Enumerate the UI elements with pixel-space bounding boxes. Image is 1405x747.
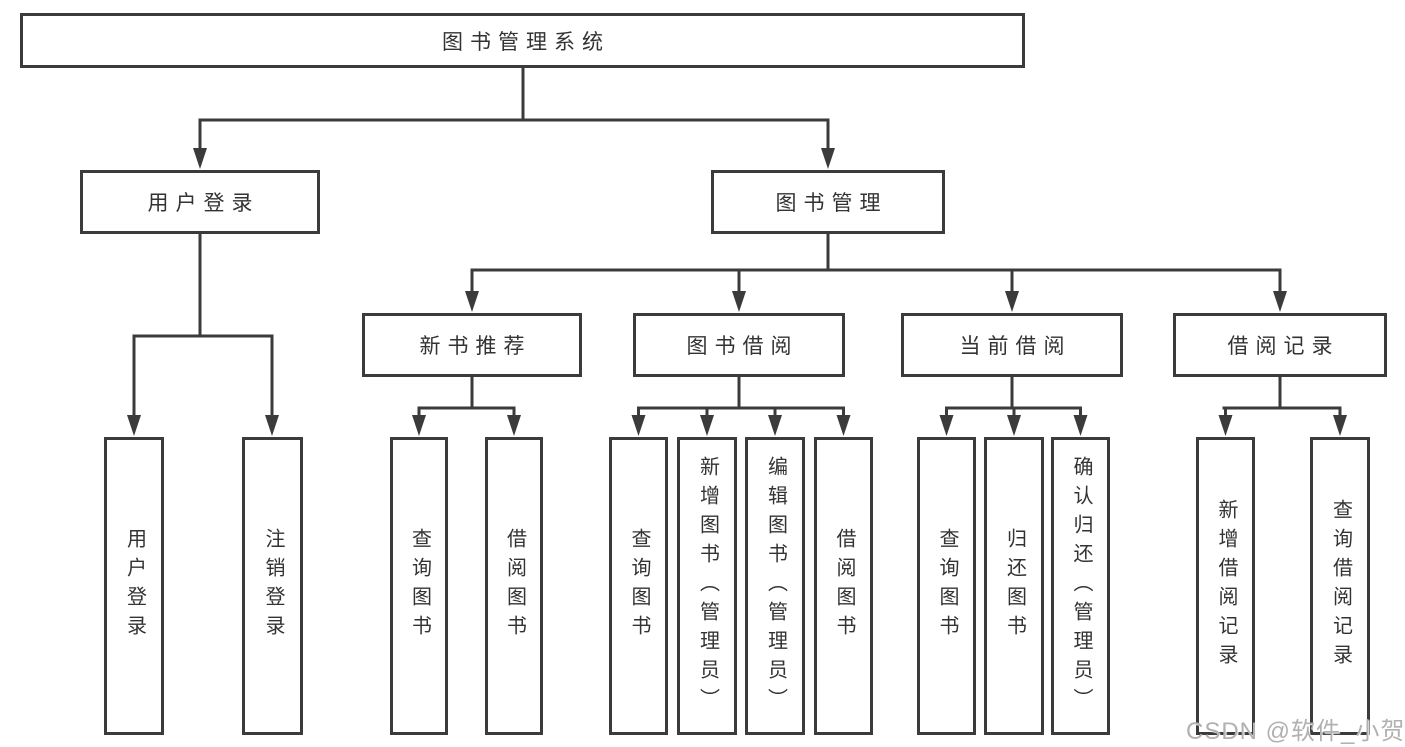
node-label: 图书管理: [775, 192, 888, 215]
csdn-watermark: CSDN @软件_小贺同学: [1186, 718, 1405, 745]
node-label: 借阅图书: [503, 528, 526, 644]
node-borrowing-records: 借阅记录: [1173, 313, 1387, 377]
node-label: 图书借阅: [686, 335, 799, 358]
node-label: 用户登录: [123, 528, 146, 644]
node-new-book-recommend: 新书推荐: [362, 313, 582, 377]
node-leaf-query-books-1: 查询图书: [390, 437, 448, 735]
tree-edges: [132, 68, 1342, 421]
node-book-management: 图书管理: [711, 170, 945, 234]
node-label: 借阅图书: [833, 528, 855, 644]
node-current-borrowing: 当前借阅: [901, 313, 1123, 377]
node-label: 新增借阅记录: [1215, 499, 1237, 673]
node-label: 注销登录: [262, 528, 284, 644]
node-label: 当前借阅: [959, 335, 1072, 358]
node-leaf-borrow-books-1: 借阅图书: [485, 437, 543, 735]
node-label: 查询图书: [936, 528, 958, 644]
node-label: 图书管理系统: [442, 30, 610, 54]
node-label: 借阅记录: [1227, 335, 1340, 358]
node-leaf-return-books: 归还图书: [984, 437, 1044, 735]
node-label: 确认归还（管理员）: [1070, 455, 1092, 717]
node-label: 编辑图书（管理员）: [764, 455, 787, 717]
node-leaf-user-login: 用户登录: [104, 437, 164, 735]
node-leaf-query-books-2: 查询图书: [609, 437, 668, 735]
node-library-management-system: 图书管理系统: [20, 13, 1025, 68]
node-leaf-edit-books-admin: 编辑图书（管理员）: [745, 437, 805, 735]
node-label: 查询图书: [628, 528, 650, 644]
node-leaf-confirm-return-admin: 确认归还（管理员）: [1051, 437, 1110, 735]
node-label: 新增图书（管理员）: [696, 455, 719, 717]
node-book-borrowing: 图书借阅: [633, 313, 845, 377]
node-leaf-query-books-3: 查询图书: [917, 437, 976, 735]
node-leaf-logout: 注销登录: [242, 437, 303, 735]
node-label: 新书推荐: [419, 335, 532, 358]
node-leaf-query-borrow-record: 查询借阅记录: [1310, 437, 1370, 735]
node-label: 查询图书: [408, 528, 431, 644]
arrowheads: [127, 148, 1347, 436]
node-user-login: 用户登录: [80, 170, 320, 234]
node-leaf-add-books-admin: 新增图书（管理员）: [677, 437, 737, 735]
node-label: 用户登录: [147, 192, 260, 215]
node-leaf-add-borrow-record: 新增借阅记录: [1196, 437, 1255, 735]
node-label: 查询借阅记录: [1329, 499, 1352, 673]
node-label: 归还图书: [1003, 528, 1026, 644]
node-leaf-borrow-books-2: 借阅图书: [814, 437, 873, 735]
